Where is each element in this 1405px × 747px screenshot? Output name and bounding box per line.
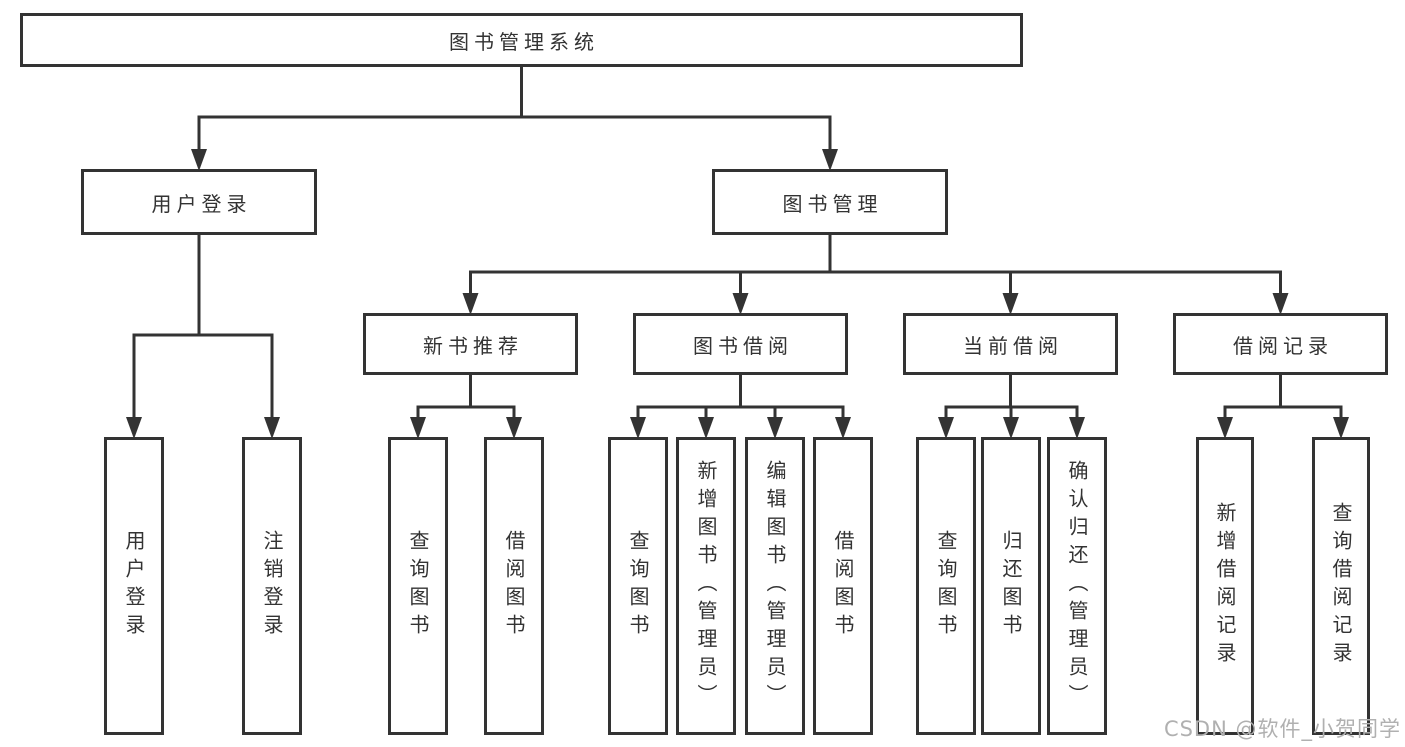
watermark-text: CSDN @软件_小贺同学 xyxy=(1163,717,1401,741)
arrowhead-down-icon xyxy=(822,149,838,171)
node-label: 借阅图书 xyxy=(502,530,526,642)
arrowhead-down-icon xyxy=(264,417,280,439)
node-root: 图书管理系统 xyxy=(20,13,1023,67)
arrowhead-down-icon xyxy=(630,417,646,439)
arrowhead-down-icon xyxy=(1069,417,1085,439)
node-current-borrow: 当前借阅 xyxy=(903,313,1118,375)
arrowhead-down-icon xyxy=(938,417,954,439)
node-book-mgmt: 图书管理 xyxy=(712,169,948,235)
node-v-return-book: 归还图书 xyxy=(981,437,1041,735)
arrowhead-down-icon xyxy=(767,417,783,439)
node-label: 当前借阅 xyxy=(963,333,1063,358)
node-label: 归还图书 xyxy=(999,530,1023,642)
arrowhead-down-icon xyxy=(191,149,207,171)
node-v-add-borrow-record: 新增借阅记录 xyxy=(1196,437,1254,735)
node-new-book-rec: 新书推荐 xyxy=(363,313,578,375)
node-label: 查询图书 xyxy=(406,530,430,642)
arrowhead-down-icon xyxy=(506,417,522,439)
node-v-add-book: 新增图书（管理员） xyxy=(676,437,736,735)
node-v-query-book-c: 查询图书 xyxy=(916,437,976,735)
node-v-query-book-b: 查询图书 xyxy=(608,437,668,735)
node-v-query-borrow-record: 查询借阅记录 xyxy=(1312,437,1370,735)
arrowhead-down-icon xyxy=(1217,417,1233,439)
arrowhead-down-icon xyxy=(1272,293,1289,315)
arrowhead-down-icon xyxy=(1333,417,1349,439)
node-user-login: 用户登录 xyxy=(81,169,317,235)
node-v-confirm-return: 确认归还（管理员） xyxy=(1047,437,1107,735)
node-label: 新增图书（管理员） xyxy=(694,460,718,712)
arrowhead-down-icon xyxy=(732,293,749,315)
node-label: 编辑图书（管理员） xyxy=(763,460,787,712)
node-v-logout: 注销登录 xyxy=(242,437,302,735)
node-v-edit-book: 编辑图书（管理员） xyxy=(745,437,805,735)
node-label: 图书管理系统 xyxy=(449,29,599,54)
node-label: 图书管理 xyxy=(782,191,883,216)
arrowhead-down-icon xyxy=(462,293,479,315)
node-v-user-login: 用户登录 xyxy=(104,437,164,735)
node-label: 新书推荐 xyxy=(423,333,523,358)
node-v-borrow-book-a: 借阅图书 xyxy=(484,437,544,735)
arrowhead-down-icon xyxy=(126,417,142,439)
node-label: 注销登录 xyxy=(260,530,284,642)
node-borrow-records: 借阅记录 xyxy=(1173,313,1388,375)
arrowhead-down-icon xyxy=(698,417,714,439)
node-label: 用户登录 xyxy=(151,191,252,216)
arrowhead-down-icon xyxy=(835,417,851,439)
node-label: 查询借阅记录 xyxy=(1329,502,1353,670)
node-label: 确认归还（管理员） xyxy=(1065,460,1089,712)
node-label: 查询图书 xyxy=(934,530,958,642)
node-v-query-book-a: 查询图书 xyxy=(388,437,448,735)
node-label: 查询图书 xyxy=(626,530,650,642)
arrowhead-down-icon xyxy=(1003,417,1019,439)
arrowhead-down-icon xyxy=(410,417,426,439)
node-label: 用户登录 xyxy=(122,530,146,642)
node-v-borrow-book-b: 借阅图书 xyxy=(813,437,873,735)
node-label: 新增借阅记录 xyxy=(1213,502,1237,670)
node-label: 图书借阅 xyxy=(693,333,793,358)
node-label: 借阅记录 xyxy=(1233,333,1333,358)
node-book-borrow: 图书借阅 xyxy=(633,313,848,375)
node-label: 借阅图书 xyxy=(831,530,855,642)
arrowhead-down-icon xyxy=(1002,293,1019,315)
